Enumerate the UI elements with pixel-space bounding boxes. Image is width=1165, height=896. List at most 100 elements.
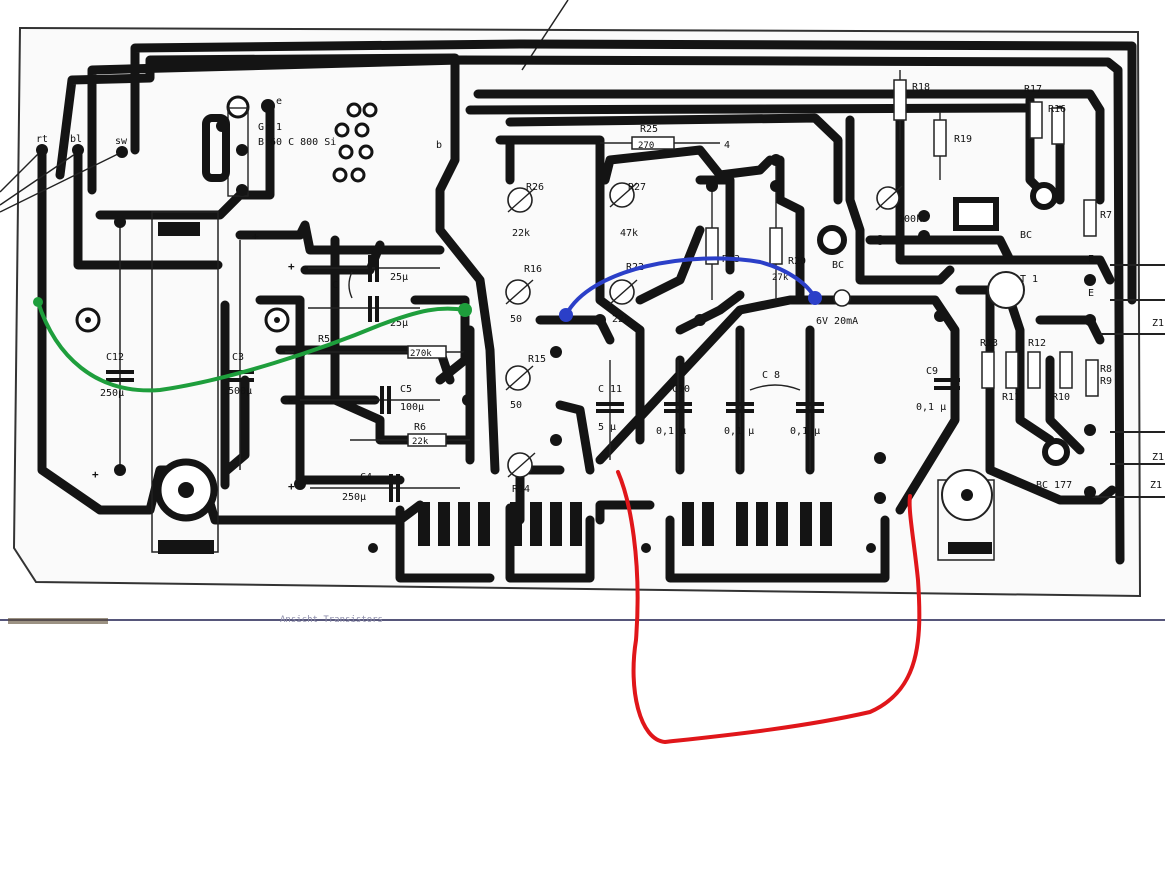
annotations — [33, 256, 922, 745]
cap-c9: C9 0,1 µ — [916, 366, 960, 413]
svg-text:R7: R7 — [1100, 210, 1112, 221]
label-rectifier-type: B 60 C 800 Si — [258, 137, 336, 148]
svg-text:C 11: C 11 — [598, 384, 622, 395]
lower-caption: Ansicht Transistors — [280, 615, 383, 625]
svg-text:5 µ: 5 µ — [598, 422, 616, 433]
svg-text:27k: 27k — [772, 273, 789, 283]
svg-text:250µ: 250µ — [100, 388, 124, 399]
svg-text:0,1 µ: 0,1 µ — [656, 426, 686, 437]
trimmer-r21: 100k — [875, 185, 922, 225]
svg-text:C10: C10 — [672, 384, 690, 395]
transistor-bc2: BC — [1020, 182, 1058, 241]
capacitors: C12 250µ + C3 500µ + C 25µ 25µ + — [92, 220, 960, 503]
svg-text:0,1 µ: 0,1 µ — [916, 402, 946, 413]
svg-text:R16: R16 — [1048, 104, 1066, 115]
cap-c8: C 8 0,1 µ 0,1 µ — [724, 340, 824, 470]
trimmer-r14: R14 — [507, 452, 536, 495]
svg-text:C3: C3 — [232, 352, 244, 363]
svg-text:R26: R26 — [526, 182, 544, 193]
svg-text:BC 177: BC 177 — [1036, 480, 1072, 491]
resistor-r6: R6 22k — [350, 422, 470, 447]
svg-text:0,1 µ: 0,1 µ — [790, 426, 820, 437]
resistor-r12: R12 — [1027, 338, 1046, 389]
edge-label-z1c: Z1 — [1150, 480, 1162, 491]
pad-cluster — [332, 102, 378, 183]
resistor-r13: R13 — [980, 338, 998, 389]
green-annotation-wire — [36, 300, 467, 393]
rectifier: e Gr 1 B 60 C 800 Si b — [202, 95, 442, 197]
svg-text:R27: R27 — [628, 182, 646, 193]
svg-text:+: + — [288, 260, 295, 273]
svg-text:R8: R8 — [1100, 364, 1112, 375]
trimmer-r15: R15 50 — [505, 354, 546, 411]
svg-text:T 1: T 1 — [1020, 274, 1038, 285]
trimmers: R26 22k R27 47k R16 50 R22 22k R15 50 — [505, 182, 922, 495]
resistor-r8: R8 — [1100, 364, 1112, 375]
transistor-bc1: BC — [817, 225, 847, 271]
svg-text:100µ: 100µ — [400, 402, 424, 413]
transistor-t1: T 1 — [987, 271, 1038, 309]
blue-annotation-end — [808, 291, 822, 305]
cap-c5: C5 100µ + — [286, 384, 440, 414]
trimmer-r27: R27 47k — [609, 182, 646, 239]
resistor-r17: R17 — [1024, 84, 1043, 139]
svg-text:270k: 270k — [410, 349, 432, 359]
blue-annotation-wire — [564, 256, 817, 317]
label-b: b — [436, 140, 442, 151]
resistor-r9: R9 — [1085, 359, 1112, 397]
green-annotation-end — [458, 303, 472, 317]
lamp: 6V 20mA — [816, 289, 858, 327]
svg-text:270: 270 — [638, 141, 654, 151]
svg-text:500µ: 500µ — [228, 386, 252, 397]
cap-c11: C 11 5 µ — [596, 360, 624, 460]
resistor-r11: R11 — [1002, 351, 1020, 403]
label-e: e — [276, 96, 282, 107]
svg-text:+: + — [288, 480, 295, 493]
resistor-r25: R25 270 4 — [600, 124, 730, 151]
svg-text:22k: 22k — [512, 228, 530, 239]
resistor-r5: R5 270k — [285, 334, 470, 359]
blue-annotation-start — [559, 308, 573, 322]
edge-fingers — [368, 502, 876, 553]
pin-label-rt: rt — [36, 134, 48, 145]
svg-text:25µ: 25µ — [390, 272, 408, 283]
trimmer-r26: R26 22k — [507, 182, 544, 239]
label-gr1: Gr 1 — [258, 122, 282, 133]
svg-text:250µ: 250µ — [342, 492, 366, 503]
resistor-r10: R10 — [1052, 351, 1073, 403]
svg-text:100k: 100k — [898, 214, 922, 225]
svg-text:R9: R9 — [1100, 376, 1112, 387]
resistor-r18: R18 — [893, 70, 930, 140]
svg-text:R12: R12 — [1028, 338, 1046, 349]
transistor-bc177: BC 177 — [1036, 438, 1072, 491]
cap-c12: C12 250µ + — [92, 220, 134, 481]
svg-text:C12: C12 — [106, 352, 124, 363]
svg-text:50: 50 — [510, 400, 522, 411]
svg-text:+: + — [92, 468, 99, 481]
svg-text:50: 50 — [510, 314, 522, 325]
svg-text:R10: R10 — [1052, 392, 1070, 403]
svg-text:R5: R5 — [318, 334, 330, 345]
svg-text:0,1 µ: 0,1 µ — [724, 426, 754, 437]
edge-label-z1a: Z1 — [1152, 318, 1164, 329]
svg-text:+: + — [286, 394, 293, 407]
svg-text:R6: R6 — [414, 422, 426, 433]
svg-text:47k: 47k — [620, 228, 638, 239]
svg-text:R15: R15 — [528, 354, 546, 365]
resistors: R25 270 4 R5 270k R6 22k R23 R20 27k — [285, 70, 1112, 447]
svg-text:C5: C5 — [400, 384, 412, 395]
svg-text:C: C — [332, 280, 338, 291]
edge-label-z1b: Z1 — [1152, 452, 1164, 463]
edge-label-e2: E — [1088, 288, 1094, 299]
red-annotation-wire — [616, 470, 922, 745]
trimmer-r16: R16 50 — [505, 264, 542, 325]
right-terminals: E E Z1 Z1 Z1 — [1088, 254, 1165, 498]
svg-text:R14: R14 — [512, 484, 530, 495]
resistor-r7: R7 — [1083, 199, 1112, 237]
pin-label-bl: bl — [70, 134, 82, 145]
header-pins: rt bl sw — [0, 134, 128, 213]
power-components — [75, 197, 999, 561]
svg-text:R18: R18 — [912, 82, 930, 93]
green-annotation-start — [33, 297, 43, 307]
svg-text:R13: R13 — [980, 338, 998, 349]
